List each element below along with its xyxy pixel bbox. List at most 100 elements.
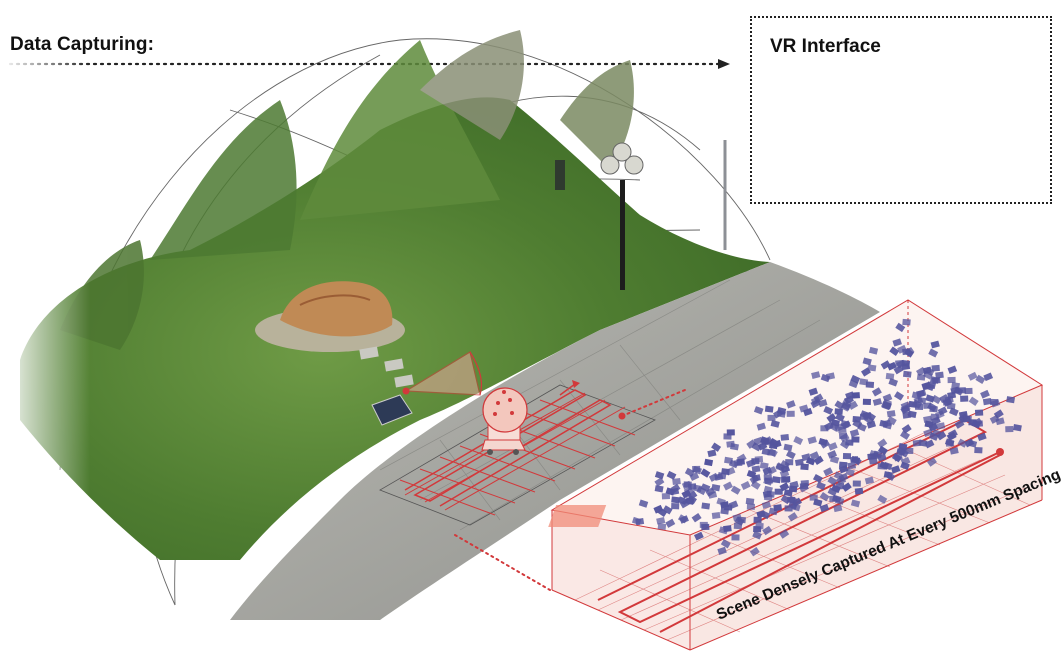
camera-frustum-quad (974, 446, 983, 454)
camera-frustum-quad (936, 422, 946, 430)
camera-frustum-quad (931, 394, 942, 405)
camera-frustum-quad (692, 466, 702, 475)
camera-frustum-quad (840, 439, 850, 450)
camera-frustum-quad (880, 360, 891, 370)
camera-frustum-quad (763, 474, 772, 481)
camera-frustum-quad (898, 442, 908, 451)
camera-frustum-quad (813, 455, 824, 465)
camera-frustum-quad (767, 449, 776, 457)
camera-frustum-quad (1005, 425, 1014, 433)
camera-frustum-quad (900, 430, 910, 440)
camera-frustum-quad (746, 439, 757, 449)
camera-frustum-quad (783, 443, 793, 452)
camera-frustum-quad (751, 465, 761, 473)
camera-frustum-quad (911, 391, 921, 400)
camera-frustum-quad (761, 500, 772, 509)
camera-frustum-quad (851, 456, 862, 466)
camera-frustum-quad (841, 420, 852, 430)
camera-frustum-quad (902, 318, 911, 326)
camera-frustum-quad (754, 455, 764, 463)
camera-frustum-quad (861, 367, 871, 377)
camera-frustum-quad (865, 381, 875, 388)
camera-frustum-quad (893, 453, 903, 462)
camera-frustum-quad (767, 414, 776, 421)
camera-frustum-quad (818, 399, 828, 408)
camera-frustum-quad (799, 404, 809, 413)
lamp-post (555, 140, 727, 290)
camera-frustum-quad (820, 425, 829, 432)
camera-frustum-quad (787, 512, 798, 522)
camera-frustum-quad (845, 439, 854, 446)
camera-frustum-quad (907, 410, 917, 419)
camera-frustum-quad (662, 505, 673, 515)
camera-frustum-quad (893, 365, 904, 375)
stepping-stones (359, 346, 414, 388)
camera-frustum-quad (983, 372, 994, 382)
camera-frustum-quad (886, 410, 896, 418)
camera-frustum-quad (809, 451, 820, 460)
camera-frustum-quad (677, 514, 688, 524)
camera-frustum-quad (730, 443, 739, 451)
camera-frustum-quad (704, 458, 714, 467)
camera-frustum-quad (980, 389, 990, 399)
camera-frustum-quad (800, 480, 810, 487)
camera-frustum-quad (888, 378, 898, 387)
camera-frustum-quad (687, 483, 697, 491)
camera-frustum-quad (841, 398, 852, 408)
camera-frustum-quad (672, 478, 681, 485)
camera-frustum-quad (810, 399, 821, 409)
camera-frustum-quad (977, 432, 987, 442)
camera-frustum-quad (723, 481, 733, 491)
camera-frustum-quad (878, 445, 888, 456)
camera-frustum-quad (701, 502, 711, 510)
camera-frustum-quad (749, 546, 760, 557)
camera-frustum-quad (912, 399, 923, 409)
camera-frustum-quad (751, 442, 762, 452)
camera-frustum-quad (725, 466, 736, 476)
camera-frustum-quad (780, 433, 790, 441)
sign-board (371, 394, 413, 426)
camera-frustum-quad (944, 438, 955, 447)
camera-frustum-quad (657, 523, 667, 531)
camera-frustum-quad (928, 348, 939, 358)
camera-frustum-quad (732, 513, 742, 522)
camera-frustum-quad (801, 453, 811, 462)
camera-frustum-quad (895, 360, 904, 367)
camera-frustum-quad (785, 450, 796, 460)
camera-frustum-quad (707, 491, 718, 499)
camera-frustum-quad (957, 438, 968, 448)
camera-frustum-quad (904, 348, 914, 358)
camera-frustum-quad (890, 465, 901, 474)
camera-frustum-quad (823, 406, 834, 415)
camera-frustum-quad (889, 346, 900, 356)
camera-frustum-quad (780, 494, 791, 505)
camera-frustum-quad (974, 409, 984, 416)
camera-frustum-quad (635, 518, 645, 526)
camera-frustum-quad (960, 395, 969, 402)
camera-frustum-quad (819, 491, 830, 502)
camera-frustum-quad (679, 499, 690, 509)
camera-frustum-quad (868, 346, 879, 355)
camera-frustum-quad (759, 462, 769, 470)
vr-interface-title: VR Interface (770, 36, 881, 57)
camera-frustum-quad (902, 370, 912, 378)
camera-frustum-quad (654, 471, 665, 480)
camera-frustum-quad (786, 410, 795, 417)
camera-frustum-quad (786, 400, 796, 409)
camera-frustum-quad (841, 482, 852, 492)
camera-frustum-quad (756, 510, 766, 519)
camera-frustum-quad (653, 504, 664, 514)
camera-frustum-quad (834, 423, 844, 432)
camera-frustum-quad (964, 387, 973, 395)
camera-frustum-quad (947, 376, 956, 384)
camera-frustum-quad (852, 480, 861, 487)
camera-frustum-quad (808, 387, 819, 396)
camera-frustum-quad (714, 473, 724, 481)
camera-frustum-quad (756, 422, 766, 431)
camera-frustum-quad (866, 420, 877, 429)
camera-frustum-quad (827, 487, 838, 497)
camera-frustum-quad (947, 365, 958, 374)
camera-frustum-quad (921, 382, 932, 391)
camera-frustum-quad (779, 469, 790, 478)
camera-frustum-quad (665, 518, 676, 528)
